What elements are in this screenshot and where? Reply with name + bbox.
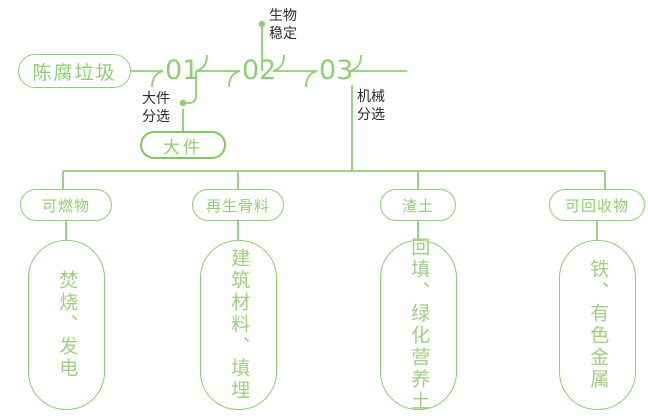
detail-box-1-text: 焚烧、发电 bbox=[56, 270, 78, 380]
detail-box-3[interactable]: 回填、绿化营养土 bbox=[380, 237, 457, 413]
stage-label-02-line1: 生物 bbox=[269, 7, 297, 23]
stage-number-03[interactable]: 03 bbox=[319, 57, 353, 84]
category-pill-1-label: 可燃物 bbox=[41, 197, 90, 215]
stage-label-03: 机械 分选 bbox=[357, 88, 403, 123]
category-pill-3[interactable]: 渣土 bbox=[380, 189, 456, 221]
category-pill-3-label: 渣土 bbox=[401, 197, 434, 215]
stage-label-02-line2: 稳定 bbox=[269, 24, 297, 41]
node-bulky-output-label: 大件 bbox=[163, 137, 203, 157]
arc-03-lower-left bbox=[305, 70, 318, 88]
stage-number-02-text: 02 bbox=[242, 55, 277, 86]
wire-endpoint-dot-bulky bbox=[179, 99, 187, 107]
detail-box-3-text: 回填、绿化营养土 bbox=[408, 237, 430, 413]
stage-number-01-text: 01 bbox=[165, 55, 200, 86]
category-pill-2-label: 再生骨料 bbox=[205, 197, 270, 215]
detail-box-1[interactable]: 焚烧、发电 bbox=[28, 240, 105, 410]
detail-box-2[interactable]: 建筑材料、填埋 bbox=[200, 240, 277, 410]
stage-number-03-text: 03 bbox=[319, 55, 354, 86]
stage-label-01-line2: 分选 bbox=[142, 107, 170, 124]
category-pill-2[interactable]: 再生骨料 bbox=[192, 189, 284, 221]
wire-endpoint-dot-bio bbox=[258, 20, 266, 28]
stage-label-01: 大件 分选 bbox=[133, 90, 179, 125]
stage-label-03-line2: 分选 bbox=[357, 105, 385, 122]
category-pill-1[interactable]: 可燃物 bbox=[20, 189, 112, 221]
stage-label-03-line1: 机械 bbox=[357, 88, 385, 104]
detail-box-4-text: 铁、有色金属 bbox=[587, 259, 609, 391]
detail-box-4[interactable]: 铁、有色金属 bbox=[559, 240, 636, 410]
detail-box-2-text: 建筑材料、填埋 bbox=[228, 248, 250, 402]
category-pill-4-label: 可回收物 bbox=[564, 197, 629, 215]
arc-02-lower-left bbox=[228, 70, 241, 88]
wire-01-to-bulky bbox=[183, 71, 197, 104]
node-bulky-output-pill[interactable]: 大件 bbox=[140, 131, 226, 159]
arc-01-lower-left bbox=[151, 70, 164, 88]
stage-label-01-line1: 大件 bbox=[142, 90, 170, 106]
node-start-label: 陈腐垃圾 bbox=[32, 62, 117, 84]
stage-number-02[interactable]: 02 bbox=[242, 57, 276, 84]
category-pill-4[interactable]: 可回收物 bbox=[549, 189, 645, 221]
stage-label-02: 生物 稳定 bbox=[269, 7, 315, 42]
stage-number-01[interactable]: 01 bbox=[165, 57, 199, 84]
node-start-pill[interactable]: 陈腐垃圾 bbox=[18, 54, 131, 88]
